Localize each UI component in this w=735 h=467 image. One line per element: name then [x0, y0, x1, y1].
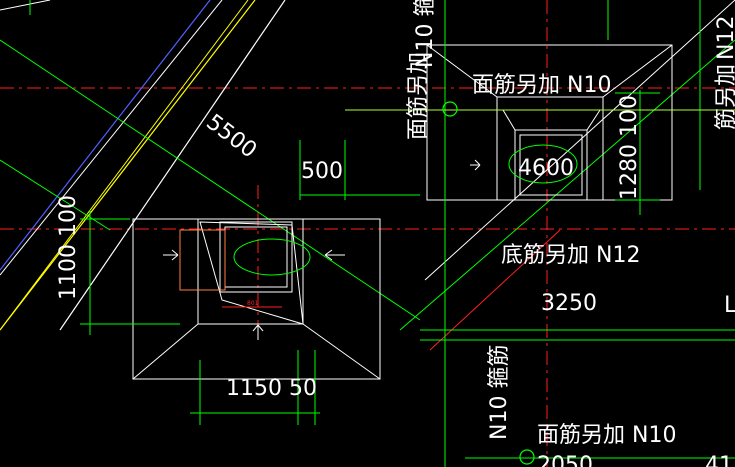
rebar-ellipse-lower — [233, 238, 311, 276]
stirrup-left-label[interactable]: 面筋另加 — [406, 52, 431, 140]
stirrup-n10-bottom-label[interactable]: N10 箍筋 — [487, 345, 512, 440]
dim-500-label[interactable]: 500 — [301, 159, 343, 184]
top-face-n10-upper-label[interactable]: 面筋另加 N10 — [472, 73, 611, 98]
footing-hip-2 — [602, 44, 673, 98]
dim-3250-label[interactable]: 3250 — [541, 291, 597, 316]
footing-hip-2 — [302, 323, 381, 380]
diagonal-white-line — [59, 0, 286, 331]
diagonal-white-line-3 — [424, 0, 735, 281]
dim-1100-label[interactable]: 1100 100 — [56, 195, 81, 300]
footing-hip-1 — [426, 44, 498, 98]
grid-bubble-lower — [519, 449, 535, 465]
diagonal-green-line-2 — [0, 159, 111, 231]
dimension-lines — [29, 0, 735, 467]
rebar-ellipse-upper — [508, 144, 578, 184]
arrow-head-up-b — [257, 324, 264, 332]
diagonal-blue-line — [0, 0, 211, 271]
diagonal-green-line-1 — [0, 39, 421, 321]
diagonal-lines — [0, 0, 735, 351]
footing-slope-1 — [502, 109, 516, 131]
dim-l-label[interactable]: L — [724, 293, 735, 318]
arrow-head-upper-a — [474, 159, 481, 166]
dim-2050-label[interactable]: 2050 — [537, 453, 593, 467]
diagonal-green-line-3 — [399, 39, 735, 331]
red-dim-box — [179, 229, 226, 291]
footing-lower-left[interactable] — [132, 218, 381, 380]
column-inner — [519, 134, 583, 196]
stirrup-n10-top-label[interactable]: N10 箍 — [413, 0, 438, 68]
dim-1280-label[interactable]: 1280 100 — [617, 95, 642, 200]
dim-1150-label[interactable]: 1150 50 — [226, 376, 317, 401]
column-outline — [514, 129, 588, 201]
arrow-head-up-a — [252, 324, 259, 332]
arrow-head-left-a — [171, 249, 179, 256]
column-outline — [219, 221, 293, 293]
footing-slope-2 — [586, 109, 601, 131]
diagonal-white-line-top — [0, 0, 51, 11]
arrow-head-right-b — [324, 254, 333, 261]
arrow-head-upper-b — [474, 164, 481, 171]
dim-415-label[interactable]: 415 — [705, 453, 735, 467]
bottom-face-n12-label[interactable]: 底筋另加 N12 — [501, 243, 640, 268]
grid-bubble-upper — [442, 101, 458, 117]
arrow-head-left-b — [171, 254, 179, 261]
dim-4600-label[interactable]: 4600 — [518, 156, 574, 181]
column-skew-outline — [199, 221, 304, 325]
top-face-n10-lower-label[interactable]: 面筋另加 N10 — [537, 423, 676, 448]
right-edge-label[interactable]: 筋另加 — [714, 64, 735, 130]
diagonal-yellow-line-2 — [0, 0, 249, 331]
arrow-head-right-a — [324, 249, 333, 256]
diagonal-yellow-line-1 — [0, 0, 256, 331]
small-red-dim-label: 801 — [247, 300, 259, 307]
footing-hip-1 — [132, 323, 199, 380]
right-edge-n12-label[interactable]: N12 — [714, 16, 735, 60]
footing-upper-right[interactable] — [426, 44, 673, 201]
diagonal-white-line-2 — [0, 0, 223, 276]
footing-pedestal — [197, 218, 304, 325]
